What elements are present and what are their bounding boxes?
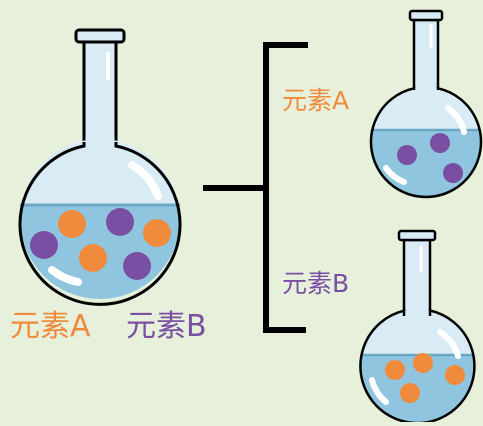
particle-element-b [106, 208, 134, 236]
particle-element-a [385, 360, 405, 380]
top-right-flask [369, 9, 483, 199]
main-flask-neck [82, 40, 118, 144]
top-right-flask-neck [412, 18, 440, 92]
particle-element-b [397, 145, 417, 165]
particle-element-a [79, 244, 107, 272]
main-flask-highlight-low [48, 266, 82, 286]
top-right-flask-lip [408, 9, 444, 22]
bottom-right-label-element-b: 元素B [282, 269, 350, 298]
bottom-right-highlight-low [369, 377, 389, 405]
top-right-highlight-low [383, 165, 407, 185]
particle-element-b [30, 231, 58, 259]
main-flask-outline [18, 142, 182, 306]
main-flask [18, 28, 182, 306]
particle-element-a [143, 219, 171, 247]
top-right-label-element-a: 元素A [282, 86, 350, 115]
particle-element-a [400, 383, 420, 403]
separation-bracket [203, 42, 308, 333]
main-label-element-b: 元素B [126, 309, 207, 344]
particle-element-b [430, 133, 450, 153]
main-flask-highlight [128, 161, 162, 200]
main-label-element-a: 元素A [10, 309, 91, 344]
particle-element-b [443, 163, 463, 183]
top-right-flask-liquid [371, 130, 481, 197]
top-right-highlight [445, 105, 467, 135]
bottom-right-neck-join [405, 306, 429, 322]
particle-element-b [123, 252, 151, 280]
particle-element-a [413, 353, 433, 373]
bottom-right-flask [359, 229, 476, 425]
top-right-flask-outline [369, 86, 483, 199]
particle-element-a [58, 210, 86, 238]
main-neck-join [85, 130, 115, 150]
bottom-right-highlight [437, 329, 461, 359]
particle-element-a [445, 365, 465, 385]
top-right-neck-join [415, 80, 437, 94]
bottom-right-flask-lip [397, 229, 437, 242]
main-flask-lip [74, 28, 126, 44]
